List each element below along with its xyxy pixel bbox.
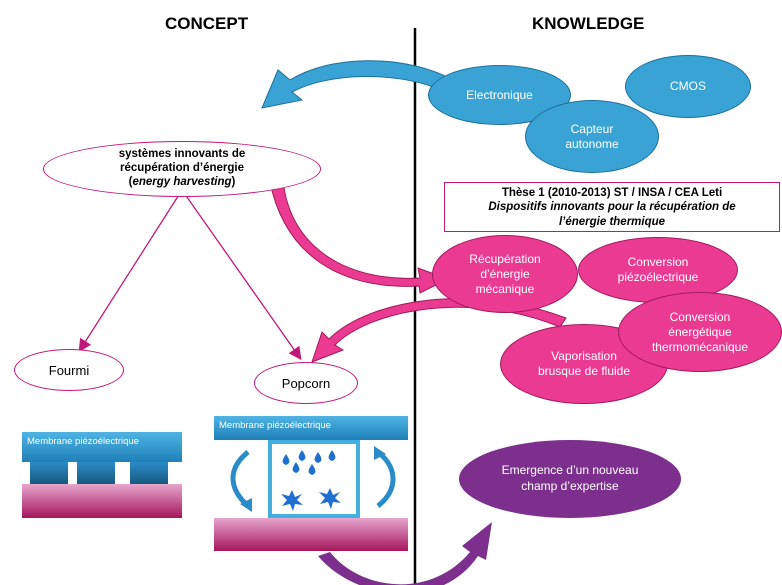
right-cycle-arrow	[376, 450, 396, 508]
node-cmos: CMOS	[625, 55, 751, 118]
node-emergence: Emergence d’un nouveau champ d’expertise	[459, 440, 681, 518]
substrate-right	[214, 518, 408, 551]
node-energy-harvesting: systèmes innovants de récupération d’éne…	[43, 141, 321, 197]
link-to-fourmi	[78, 189, 183, 353]
substrate-left	[22, 484, 182, 518]
these-title: Thèse 1 (2010-2013) ST / INSA / CEA Leti	[501, 187, 723, 199]
membrane-right: Membrane piézoélectrique	[214, 416, 408, 440]
blue-curved-arrow	[261, 60, 446, 109]
node-fourmi: Fourmi	[14, 349, 124, 391]
concept-line-3: (energy harvesting)	[128, 175, 236, 188]
node-recuperation-mecanique: Récupération d’énergie mécanique	[432, 235, 578, 313]
left-cycle-arrow	[230, 450, 250, 508]
membrane-left: Membrane piézoélectrique	[22, 432, 182, 462]
concept-line-1: systèmes innovants de	[118, 148, 246, 161]
concept-line-2: récupération d’énergie	[120, 162, 244, 175]
link-to-popcorn	[181, 189, 302, 361]
support-pillar-1	[30, 462, 68, 484]
node-capteur-autonome: Capteur autonome	[525, 100, 659, 173]
concept-header: CONCEPT	[165, 14, 249, 33]
fluid-cavity	[268, 440, 360, 518]
droplets-and-bursts	[281, 450, 341, 511]
knowledge-header: KNOWLEDGE	[532, 14, 645, 33]
these-subtitle-1: Dispositifs innovants pour la récupérati…	[488, 201, 736, 214]
these-subtitle-2: l’énergie thermique	[558, 215, 666, 228]
support-pillar-3	[130, 462, 168, 484]
these-box: Thèse 1 (2010-2013) ST / INSA / CEA Leti…	[444, 182, 780, 232]
pink-curved-arrow-right	[269, 179, 450, 294]
node-popcorn: Popcorn	[254, 362, 358, 404]
support-pillar-2	[77, 462, 115, 484]
node-conversion-thermomecanique: Conversion énergétique thermomécanique	[618, 292, 782, 372]
